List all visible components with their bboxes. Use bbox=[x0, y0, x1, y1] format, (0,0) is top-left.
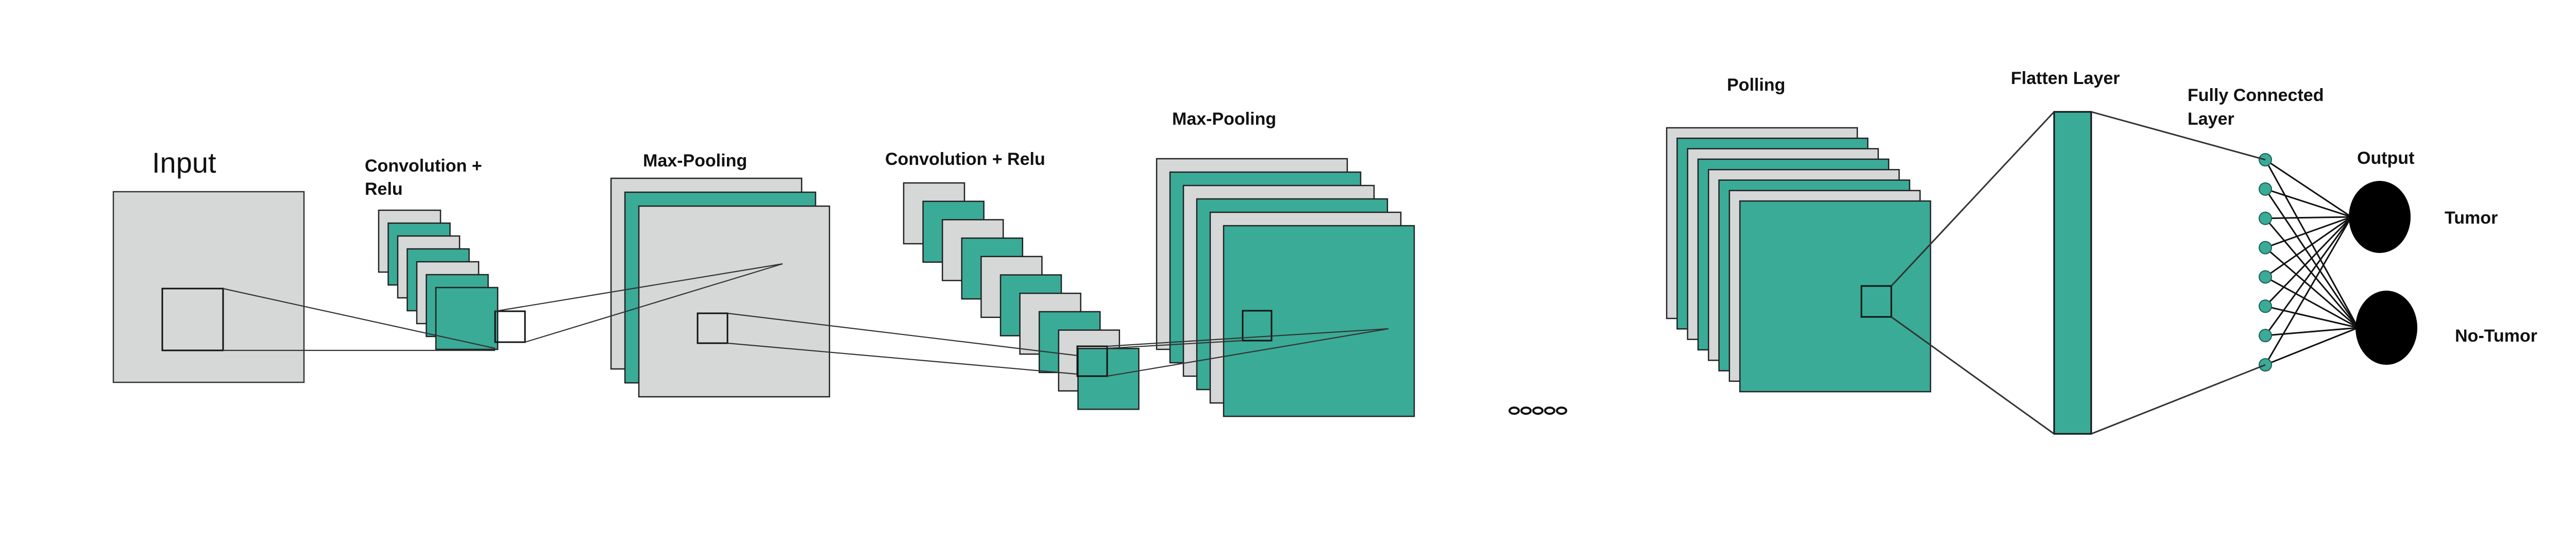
ellipsis-dot bbox=[1544, 407, 1555, 415]
fully-connected-neurons bbox=[2259, 153, 2272, 372]
conv1-label-line2: Relu bbox=[365, 179, 403, 199]
ellipsis-dots bbox=[1509, 407, 1567, 415]
flatten-to-fc-line-bottom bbox=[2091, 364, 2266, 435]
conv1-to-pool1-line-top bbox=[495, 263, 783, 312]
polling-window bbox=[1860, 285, 1892, 318]
fc-to-output-link bbox=[2264, 216, 2352, 307]
ellipsis-dot bbox=[1556, 407, 1567, 415]
conv2-to-pool2-line-top bbox=[1107, 328, 1389, 347]
polling-feature-map-8 bbox=[1739, 200, 1931, 393]
fc-to-output-link bbox=[2264, 217, 2359, 328]
conv1-to-pool1-line-bottom bbox=[524, 263, 783, 343]
output-neuron-no-tumor bbox=[2355, 291, 2417, 365]
polling-feature-map-stack bbox=[1666, 127, 1931, 393]
fc-neuron bbox=[2259, 329, 2272, 343]
fc-neuron bbox=[2259, 270, 2272, 284]
input-image bbox=[112, 191, 305, 383]
maxpool1-feature-map-3 bbox=[638, 205, 831, 398]
fc-to-output-link bbox=[2265, 327, 2359, 366]
polling-label: Polling bbox=[1727, 75, 1785, 95]
maxpool1-feature-map-stack bbox=[610, 177, 831, 398]
tumor-label: Tumor bbox=[2445, 208, 2498, 228]
fc-neuron bbox=[2259, 182, 2272, 196]
fc-to-output-link bbox=[2265, 188, 2352, 218]
fc-to-output-link bbox=[2265, 216, 2352, 248]
maxpool1-label: Max-Pooling bbox=[643, 151, 747, 171]
fc-to-output-link bbox=[2265, 305, 2359, 329]
fc-to-output-link bbox=[2265, 216, 2352, 278]
fc-to-output-link bbox=[2265, 159, 2352, 218]
maxpool2-feature-map-stack bbox=[1156, 158, 1415, 417]
fc-neuron bbox=[2259, 241, 2272, 255]
input-label: Input bbox=[152, 146, 216, 179]
conv2-kernel-window bbox=[1076, 345, 1108, 377]
conv2-to-pool2-line-mid bbox=[1107, 340, 1243, 349]
flatten-to-fc-line-top bbox=[2091, 111, 2266, 161]
output-neuron-tumor bbox=[2349, 181, 2411, 253]
conv1-kernel-window bbox=[494, 310, 526, 343]
fc-to-output-link bbox=[2265, 216, 2352, 220]
conv2-feature-map-10 bbox=[1077, 348, 1140, 410]
flatten-layer-bar bbox=[2053, 111, 2092, 435]
fc-to-output-link bbox=[2265, 276, 2359, 329]
polling-to-flatten-line-bottom bbox=[1891, 316, 2055, 435]
conv2-to-pool2-line-bottom bbox=[1107, 328, 1389, 377]
flatten-label: Flatten Layer bbox=[2011, 69, 2120, 88]
fc-label-line1: Fully Connected bbox=[2188, 86, 2324, 105]
conv1-feature-map-stack bbox=[378, 209, 499, 350]
conv1-label-line1: Convolution + bbox=[365, 156, 482, 176]
fc-label-line2: Layer bbox=[2188, 109, 2234, 129]
maxpool2-window bbox=[1242, 310, 1273, 342]
no-tumor-label: No-Tumor bbox=[2455, 326, 2537, 346]
fc-to-output-link bbox=[2265, 247, 2359, 329]
input-receptive-field bbox=[161, 288, 224, 351]
conv2-feature-map-stack bbox=[903, 182, 1140, 410]
output-label: Output bbox=[2357, 148, 2414, 168]
maxpool2-label: Max-Pooling bbox=[1172, 109, 1276, 129]
input-stage: Input bbox=[112, 146, 305, 383]
pool1-to-conv2-line-bottom bbox=[727, 342, 1078, 375]
conv2-label: Convolution + Relu bbox=[885, 149, 1045, 169]
fc-to-output-link bbox=[2264, 216, 2352, 365]
fc-to-output-link bbox=[2265, 327, 2359, 336]
ellipsis-dot bbox=[1520, 407, 1532, 415]
ellipsis-dot bbox=[1509, 407, 1520, 415]
fc-neuron bbox=[2259, 211, 2272, 225]
ellipsis-dot bbox=[1532, 407, 1544, 415]
fully-connected-links bbox=[2264, 159, 2359, 366]
connection-lines bbox=[223, 111, 2266, 435]
conv1-feature-map-7 bbox=[435, 287, 499, 350]
maxpool2-feature-map-6 bbox=[1223, 225, 1415, 417]
fc-neuron bbox=[2259, 299, 2272, 313]
polling-to-flatten-line-top bbox=[1890, 111, 2055, 287]
input-to-conv1-line-top bbox=[223, 288, 496, 349]
maxpool1-window bbox=[697, 312, 728, 344]
fc-to-output-link bbox=[2264, 216, 2352, 336]
pool1-to-conv2-line-top bbox=[727, 312, 1078, 357]
